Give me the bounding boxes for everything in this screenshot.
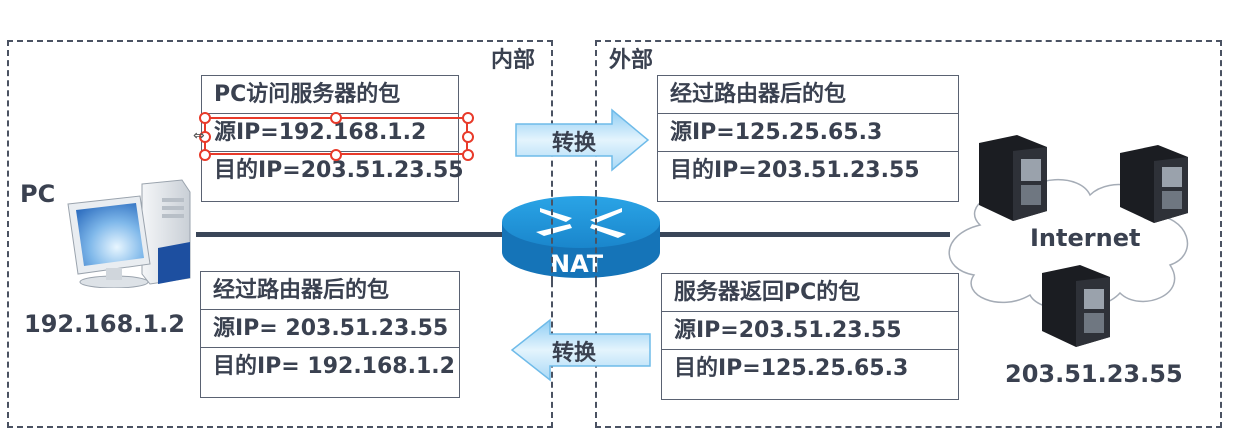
internet-label: Internet: [1030, 224, 1141, 252]
lan-link: [196, 232, 516, 237]
zone-border-overlay: [551, 190, 553, 282]
packet-pc-to-server: PC访问服务器的包 源IP=192.168.1.2 目的IP=203.51.23…: [201, 75, 464, 202]
resize-handle-bm[interactable]: [330, 149, 342, 161]
packet-dst-ip: 目的IP=203.51.23.55: [670, 158, 920, 183]
pc-ip: 192.168.1.2: [24, 310, 185, 338]
packet-src-ip: 源IP= 203.51.23.55: [201, 310, 459, 348]
server-icon[interactable]: [1118, 143, 1190, 223]
packet-after-router-out: 经过路由器后的包 源IP=125.25.65.3 目的IP=203.51.23.…: [657, 75, 959, 202]
resize-handle-bl[interactable]: [199, 149, 211, 161]
resize-handle-tr[interactable]: [462, 112, 474, 124]
packet-title: 经过路由器后的包: [201, 272, 459, 310]
server-icon[interactable]: [977, 133, 1049, 221]
zone-border-overlay: [595, 190, 597, 282]
packet-dst-ip: 目的IP= 192.168.1.2: [213, 354, 455, 379]
server-ip: 203.51.23.55: [1005, 360, 1183, 388]
server-icon[interactable]: [1040, 263, 1112, 347]
inside-zone-label: 内部: [491, 48, 536, 73]
pc-icon[interactable]: [62, 178, 197, 288]
wan-link: [650, 232, 950, 237]
packet-title: 经过路由器后的包: [658, 76, 958, 114]
packet-title: 服务器返回PC的包: [662, 274, 958, 312]
resize-handle-mr[interactable]: [462, 131, 474, 143]
outside-zone-label: 外部: [609, 48, 654, 73]
router-label: NAT: [550, 250, 604, 278]
pc-label: PC: [20, 180, 56, 208]
packet-src-ip[interactable]: 源IP=192.168.1.2: [202, 114, 458, 152]
packet-after-router-in: 经过路由器后的包 源IP= 203.51.23.55 目的IP= 192.168…: [200, 271, 460, 398]
resize-handle-ml[interactable]: [199, 131, 211, 143]
translate-out-label: 转换: [552, 131, 597, 156]
resize-handle-tl[interactable]: [199, 112, 211, 124]
packet-server-to-pc: 服务器返回PC的包 源IP=203.51.23.55 目的IP=125.25.6…: [661, 273, 959, 400]
translate-in-label: 转换: [552, 341, 597, 366]
packet-title: PC访问服务器的包: [202, 76, 458, 114]
router-icon[interactable]: [500, 190, 662, 282]
resize-handle-br[interactable]: [462, 149, 474, 161]
arrow-left-icon: [510, 318, 651, 382]
packet-dst-ip: 目的IP=125.25.65.3: [674, 356, 909, 381]
arrow-right-icon: [515, 108, 650, 172]
packet-src-ip: 源IP=203.51.23.55: [662, 312, 958, 350]
resize-cursor-icon: ⇔: [193, 128, 205, 144]
packet-src-ip: 源IP=125.25.65.3: [658, 114, 958, 152]
packet-dst-ip: 目的IP=203.51.23.55: [214, 158, 464, 183]
resize-handle-tm[interactable]: [330, 112, 342, 124]
